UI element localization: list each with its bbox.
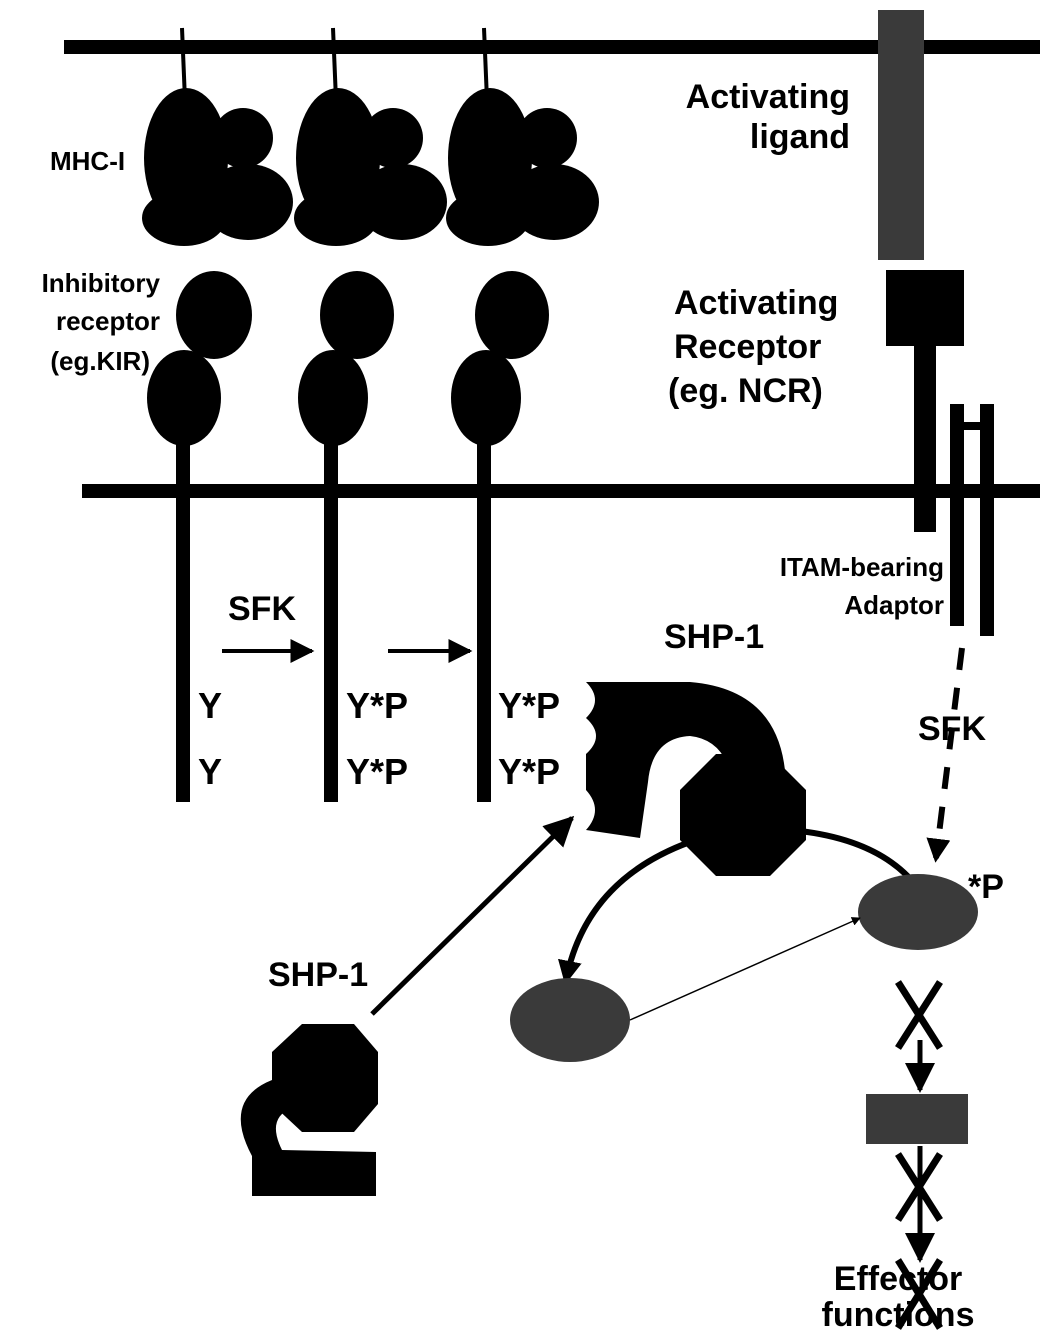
phosphorylated-substrate <box>858 874 978 950</box>
shp1-top-label: SHP-1 <box>664 618 764 656</box>
itam-label-1: ITAM-bearing <box>780 552 944 582</box>
shp1-bound <box>586 682 806 876</box>
activating-ligand-label-2: ligand <box>750 118 850 156</box>
phospho-label: *P <box>968 868 1004 906</box>
downstream-effector <box>866 1094 968 1144</box>
block-x-1 <box>898 982 940 1048</box>
activating-receptor-label-2: Receptor <box>674 328 821 366</box>
mhc-i-molecule-2 <box>294 28 447 246</box>
residue-1-top: Y <box>198 685 222 726</box>
itam-label-2: Adaptor <box>844 590 944 620</box>
nk-cell-membrane <box>82 484 1040 498</box>
inhibitory-label-3: (eg.KIR) <box>50 346 150 376</box>
effector-label-2: functions <box>822 1296 975 1334</box>
inhibitory-label-2: receptor <box>56 306 160 336</box>
activating-receptor-label-3: (eg. NCR) <box>668 372 823 410</box>
mhc-i-molecule-3 <box>446 28 599 246</box>
activating-receptor-label-1: Activating <box>674 284 838 322</box>
activating-ligand <box>878 10 924 260</box>
shp1-dephos-arrow <box>566 842 690 980</box>
itam-adaptor <box>950 404 994 636</box>
residue-3-top: Y*P <box>498 685 560 726</box>
residue-1-bottom: Y <box>198 751 222 792</box>
sfk-right-label: SFK <box>918 710 986 748</box>
substrate-conversion-arrow <box>630 918 860 1020</box>
residue-3-bottom: Y*P <box>498 751 560 792</box>
dephosphorylated-substrate <box>510 978 630 1062</box>
activating-ligand-label-1: Activating <box>686 78 850 116</box>
residue-2-bottom: Y*P <box>346 751 408 792</box>
shp1-bottom-label: SHP-1 <box>268 956 368 994</box>
sfk-left-label: SFK <box>228 590 296 628</box>
shp1-free <box>241 1024 378 1196</box>
residue-2-top: Y*P <box>346 685 408 726</box>
mhc-i-molecule-1 <box>142 28 293 246</box>
mhc-label: MHC-I <box>50 146 125 176</box>
inhibitory-label-1: Inhibitory <box>42 268 161 298</box>
effector-label-1: Effector <box>834 1260 962 1298</box>
sfk-dashed-arrow <box>936 648 962 858</box>
